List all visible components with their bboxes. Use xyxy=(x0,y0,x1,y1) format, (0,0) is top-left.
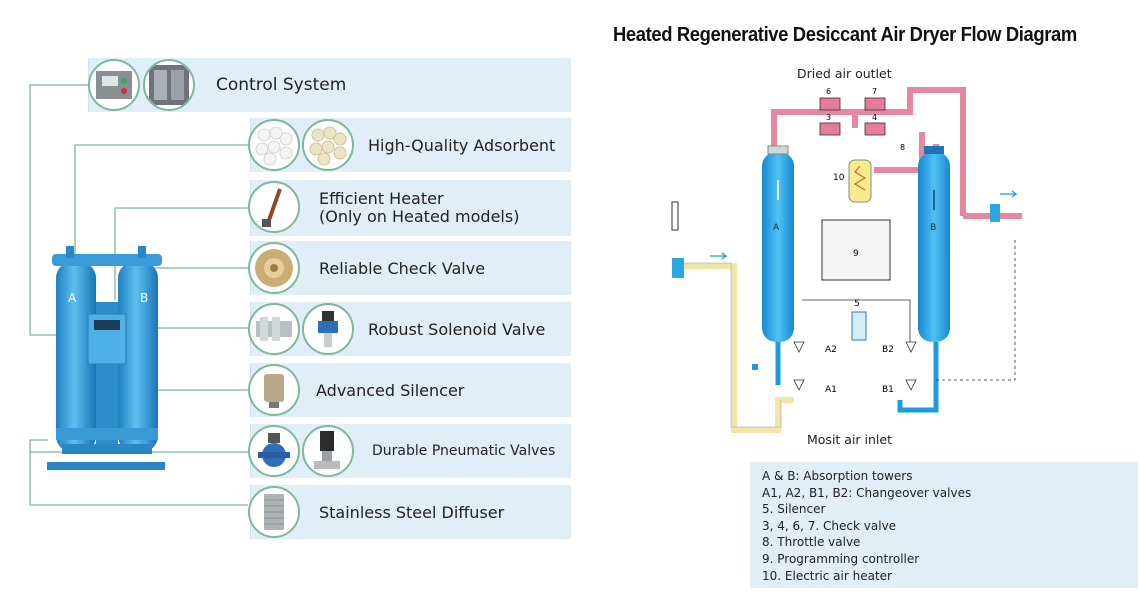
valve-b1-label: B1 xyxy=(882,385,894,395)
feature-label: Durable Pneumatic Valves xyxy=(372,443,556,459)
inlet-label: Mosit air inlet xyxy=(807,432,892,447)
check-valve-4: 4 xyxy=(872,113,877,122)
silencer-icon xyxy=(248,364,300,416)
solenoid-valve-block-icon xyxy=(248,303,300,355)
control-panel-icon xyxy=(88,59,140,111)
valve-b2 xyxy=(905,341,917,353)
blue-butterfly-valve-icon xyxy=(248,425,300,477)
outlet-label: Dried air outlet xyxy=(797,66,892,81)
heater-number: 10 xyxy=(833,173,845,183)
silencer-number: 5 xyxy=(854,299,860,309)
legend-item: 10. Electric air heater xyxy=(762,568,892,583)
outlet-flow-arrow xyxy=(1000,190,1018,198)
tower-b xyxy=(918,152,950,342)
valve-a1-label: A1 xyxy=(825,385,837,395)
tower-a-label: A xyxy=(773,223,780,233)
valve-a2 xyxy=(793,341,805,353)
check-valve-3: 3 xyxy=(826,113,831,122)
tower-a xyxy=(762,152,794,342)
legend-item: 3, 4, 6, 7. Check valve xyxy=(762,518,897,533)
feature-row-diffuser: Stainless Steel Diffuser xyxy=(250,485,571,539)
heater-rod-icon xyxy=(248,181,300,233)
machine-tower-b-label: B xyxy=(140,291,148,305)
legend-item: A & B: Absorption towers xyxy=(762,469,913,483)
silencer xyxy=(851,311,867,341)
dryer-machine-illustration: A B xyxy=(47,246,165,470)
feature-label: Stainless Steel Diffuser xyxy=(319,503,505,522)
feature-label: Reliable Check Valve xyxy=(319,259,486,278)
feature-row-heater: Efficient Heater (Only on Heated models) xyxy=(250,180,571,236)
feature-label: Advanced Silencer xyxy=(316,381,465,400)
angle-seat-valve-icon xyxy=(302,425,354,477)
flow-diagram: 10 A B 9 5 A2 B2 A1 B1 6 7 3 4 8 xyxy=(671,87,1022,433)
feature-label: Robust Solenoid Valve xyxy=(368,320,546,339)
inlet-flow-arrow xyxy=(710,252,728,260)
beige-adsorbent-beads-icon xyxy=(302,119,354,171)
legend-item: 8. Throttle valve xyxy=(762,535,861,550)
legend-item: A1, A2, B1, B2: Changeover valves xyxy=(762,485,972,500)
throttle-valve-8: 8 xyxy=(900,143,905,152)
feature-label: Control System xyxy=(216,75,347,95)
legend-box: A & B: Absorption towers A1, A2, B1, B2:… xyxy=(750,462,1138,588)
controller-number: 9 xyxy=(853,249,859,259)
tower-b-label: B xyxy=(930,223,936,233)
inlet-filter xyxy=(671,201,679,231)
feature-row-check-valve: Reliable Check Valve xyxy=(250,241,571,295)
dry-air-line xyxy=(771,109,820,152)
feature-label: Efficient Heater xyxy=(319,189,444,208)
valve-b1 xyxy=(905,379,917,391)
machine-tower-a-label: A xyxy=(68,291,77,305)
feature-label-note: (Only on Heated models) xyxy=(319,207,520,226)
programming-controller xyxy=(821,219,891,281)
feature-label: High-Quality Adsorbent xyxy=(368,136,556,155)
check-valve-7: 7 xyxy=(872,87,877,96)
solenoid-valve-icon xyxy=(302,303,354,355)
diagram-title: Heated Regenerative Desiccant Air Dryer … xyxy=(613,24,1077,46)
dry-air-line xyxy=(892,87,966,216)
legend-item: 9. Programming controller xyxy=(762,551,920,566)
legend-item: 5. Silencer xyxy=(762,502,826,517)
diffuser-filter-icon xyxy=(248,486,300,538)
valve-b2-label: B2 xyxy=(882,345,894,355)
check-valve-6: 6 xyxy=(826,87,831,96)
control-cabinet-icon xyxy=(143,59,195,111)
white-adsorbent-beads-icon xyxy=(248,119,300,171)
check-valve-disc-icon xyxy=(248,242,300,294)
valve-a2-label: A2 xyxy=(825,345,837,355)
valve-a1 xyxy=(793,379,805,391)
